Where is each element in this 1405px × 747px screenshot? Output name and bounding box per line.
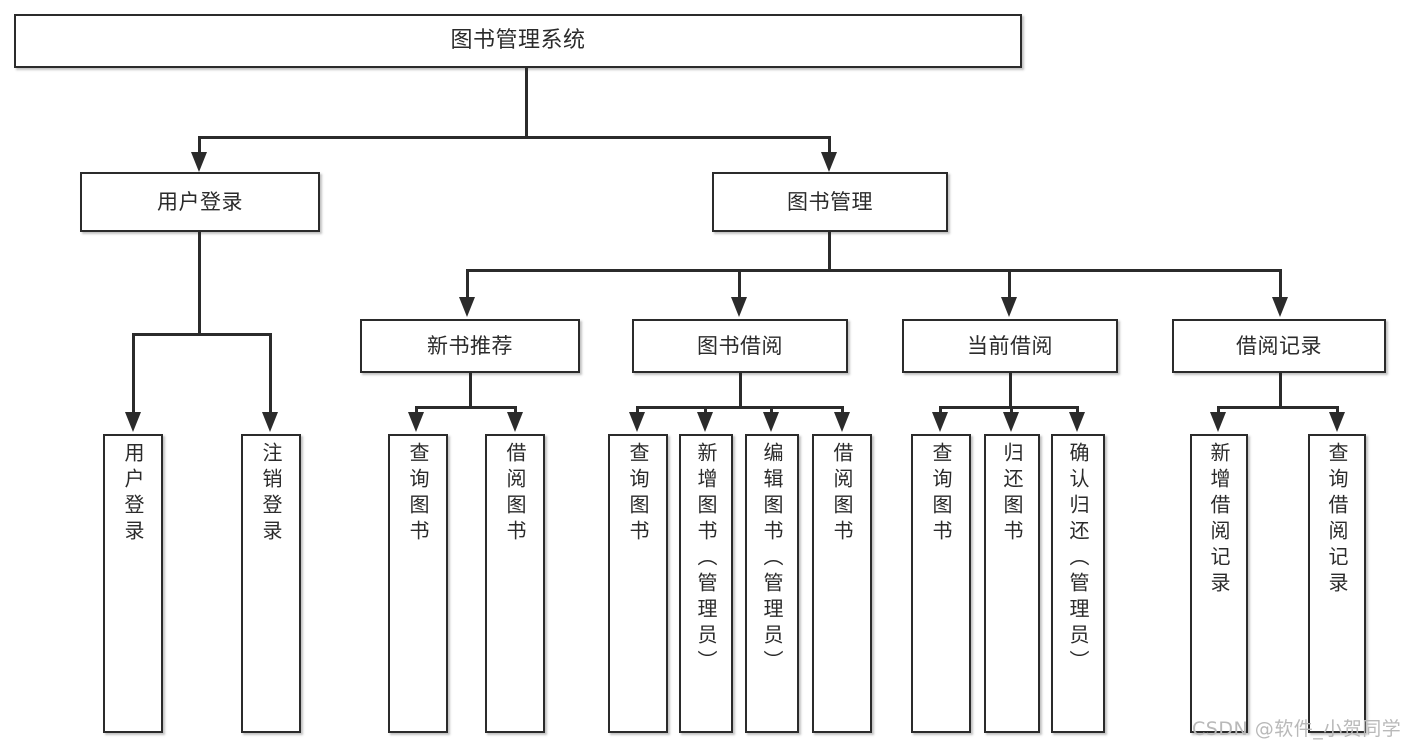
connector-book-management-stem [828, 232, 831, 272]
connector-book-borrow-to-leaf-4 [841, 406, 844, 414]
arrow-book-borrow-to-borrow-book [834, 412, 850, 432]
connector-current-borrow-to-leaf-3 [1076, 406, 1079, 414]
leaf-book-borrow-borrow-book[interactable]: 借阅图书 [812, 434, 872, 733]
node-label: 查询图书 [406, 442, 430, 546]
connector-borrow-record-to-leaf-2 [1336, 406, 1339, 414]
node-label: 图书借阅 [697, 333, 783, 358]
leaf-user-login-logout[interactable]: 注销登录 [241, 434, 301, 733]
node-label: 查询图书 [626, 442, 650, 546]
arrow-user-login-to-leaf-2 [262, 412, 278, 432]
connector-root-to-user-login [198, 136, 201, 156]
connector-book-management-to-c2 [738, 269, 741, 299]
connector-new-book-bar [415, 406, 517, 409]
leaf-current-borrow-confirm-return-admin[interactable]: 确认归还（管理员） [1051, 434, 1105, 733]
connector-user-login-bar [132, 333, 272, 336]
connector-new-book-stem [469, 373, 472, 409]
leaf-user-login-login[interactable]: 用户登录 [103, 434, 163, 733]
connector-user-login-to-leaf-1 [132, 333, 135, 415]
connector-current-borrow-bar [939, 406, 1079, 409]
node-label: 编辑图书（管理员） [760, 442, 784, 676]
node-label: 归还图书 [1000, 442, 1024, 546]
connector-book-borrow-to-leaf-2 [704, 406, 707, 414]
node-current-borrow[interactable]: 当前借阅 [902, 319, 1118, 373]
node-label: 新增图书（管理员） [694, 442, 718, 676]
arrow-root-to-user-login [191, 152, 207, 172]
arrow-book-management-to-borrow-record [1272, 297, 1288, 317]
node-label: 用户登录 [157, 189, 243, 214]
arrow-current-borrow-to-query-book [932, 412, 948, 432]
arrow-book-management-to-new-book-recommend [459, 297, 475, 317]
arrow-book-borrow-to-add-book [697, 412, 713, 432]
leaf-borrow-record-add-record[interactable]: 新增借阅记录 [1190, 434, 1248, 733]
node-label: 借阅图书 [830, 442, 854, 546]
arrow-borrow-record-to-add-record [1210, 412, 1226, 432]
arrow-current-borrow-to-return-book [1003, 412, 1019, 432]
node-label: 图书管理系统 [450, 28, 586, 54]
leaf-borrow-record-query-record[interactable]: 查询借阅记录 [1308, 434, 1366, 733]
connector-book-borrow-to-leaf-3 [770, 406, 773, 414]
node-label: 图书管理 [787, 189, 873, 214]
connector-book-management-to-c1 [466, 269, 469, 299]
leaf-current-borrow-return-book[interactable]: 归还图书 [984, 434, 1040, 733]
node-label: 注销登录 [259, 442, 283, 546]
node-user-login[interactable]: 用户登录 [80, 172, 320, 232]
leaf-new-book-borrow-book[interactable]: 借阅图书 [485, 434, 545, 733]
arrow-book-borrow-to-edit-book [763, 412, 779, 432]
node-new-book-recommend[interactable]: 新书推荐 [360, 319, 580, 373]
node-label: 用户登录 [121, 442, 145, 546]
connector-root-to-book-management [828, 136, 831, 156]
connector-book-borrow-to-leaf-1 [636, 406, 639, 414]
node-label: 借阅记录 [1236, 333, 1322, 358]
leaf-book-borrow-query-book[interactable]: 查询图书 [608, 434, 668, 733]
csdn-watermark: CSDN @软件_小贺同学 [1192, 718, 1402, 740]
arrow-borrow-record-to-query-record [1329, 412, 1345, 432]
connector-root-stem [525, 68, 528, 137]
connector-borrow-record-stem [1279, 373, 1282, 409]
node-label: 新增借阅记录 [1207, 442, 1231, 598]
connector-new-book-to-leaf-2 [514, 406, 517, 414]
connector-book-management-bar [466, 269, 1282, 272]
arrow-book-borrow-to-query-book [629, 412, 645, 432]
node-label: 查询图书 [929, 442, 953, 546]
arrow-user-login-to-leaf-1 [125, 412, 141, 432]
connector-borrow-record-bar [1217, 406, 1339, 409]
connector-current-borrow-to-leaf-1 [939, 406, 942, 414]
connector-borrow-record-to-leaf-1 [1217, 406, 1220, 414]
connector-book-management-to-c4 [1279, 269, 1282, 299]
node-label: 当前借阅 [967, 333, 1053, 358]
connector-current-borrow-to-leaf-2 [1010, 406, 1013, 414]
connector-current-borrow-stem [1009, 373, 1012, 409]
connector-book-management-to-c3 [1008, 269, 1011, 299]
node-borrow-record[interactable]: 借阅记录 [1172, 319, 1386, 373]
connector-user-login-stem [198, 232, 201, 336]
node-root-book-management-system[interactable]: 图书管理系统 [14, 14, 1022, 68]
leaf-book-borrow-add-book-admin[interactable]: 新增图书（管理员） [679, 434, 733, 733]
arrow-current-borrow-to-confirm-return [1069, 412, 1085, 432]
node-label: 查询借阅记录 [1325, 442, 1349, 598]
arrow-book-management-to-book-borrow [731, 297, 747, 317]
leaf-current-borrow-query-book[interactable]: 查询图书 [911, 434, 971, 733]
arrow-new-book-to-borrow-book [507, 412, 523, 432]
node-label: 借阅图书 [503, 442, 527, 546]
arrow-root-to-book-management [821, 152, 837, 172]
connector-book-borrow-bar [636, 406, 844, 409]
node-label: 新书推荐 [427, 333, 513, 358]
leaf-book-borrow-edit-book-admin[interactable]: 编辑图书（管理员） [745, 434, 799, 733]
connector-root-bar [198, 136, 830, 139]
leaf-new-book-query-book[interactable]: 查询图书 [388, 434, 448, 733]
connector-book-borrow-stem [739, 373, 742, 409]
node-book-management[interactable]: 图书管理 [712, 172, 948, 232]
node-label: 确认归还（管理员） [1066, 442, 1090, 676]
node-book-borrow[interactable]: 图书借阅 [632, 319, 848, 373]
arrow-book-management-to-current-borrow [1001, 297, 1017, 317]
arrow-new-book-to-query-book [408, 412, 424, 432]
connector-user-login-to-leaf-2 [269, 333, 272, 415]
connector-new-book-to-leaf-1 [415, 406, 418, 414]
